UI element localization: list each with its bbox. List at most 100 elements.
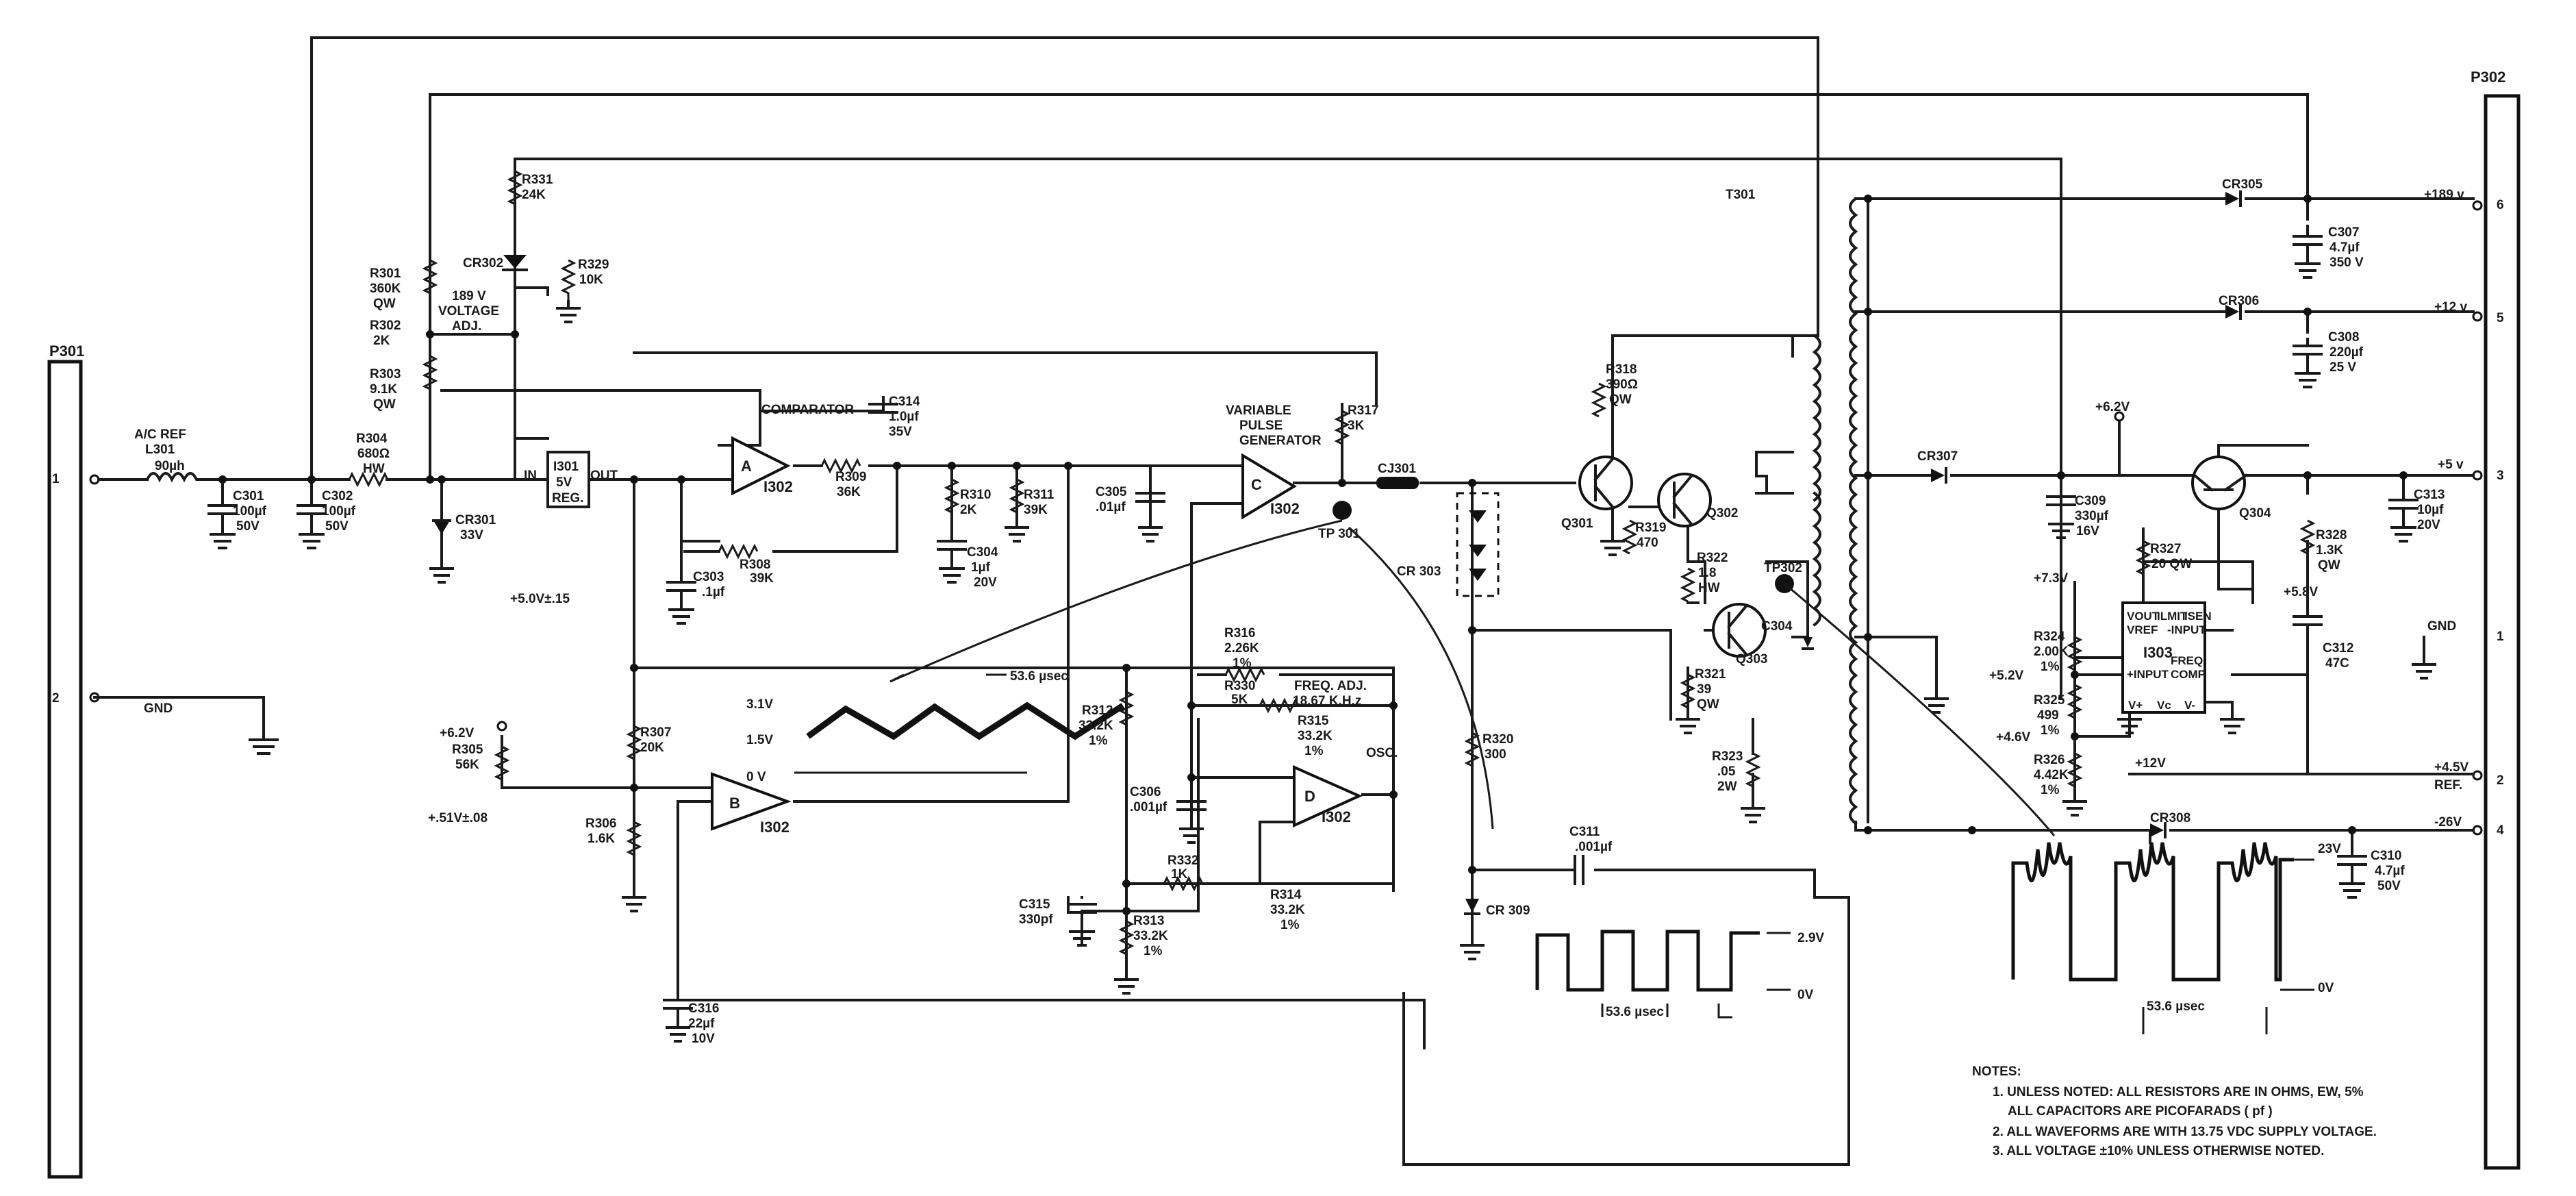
r301-val: 360K [370, 282, 401, 296]
r322-watt: HW [1698, 581, 1720, 595]
out-4v5-label: +4.5V [2434, 760, 2469, 775]
r307-val: 20K [640, 740, 664, 755]
rip-low-label: 0V [2318, 981, 2334, 995]
r331-val: 24K [522, 188, 546, 202]
r313-val: 33.2K [1133, 929, 1168, 943]
note-1b: ALL CAPACITORS ARE PICOFARADS ( pf ) [2008, 1104, 2273, 1119]
r321-val: 39 [1697, 682, 1711, 697]
p302-pin-6: 6 [2497, 198, 2504, 212]
r320-val: 300 [1485, 747, 1506, 762]
i303-vminus: V- [2184, 699, 2195, 712]
c316-val: 22µf [688, 1017, 715, 1031]
junctions [218, 195, 2408, 915]
c304-val: 1µf [971, 560, 991, 575]
r323-ref: R323 [1712, 749, 1743, 764]
r311-val: 39K [1024, 503, 1048, 517]
p301-pin-1: 1 [52, 472, 60, 486]
c313-val: 10µf [2417, 503, 2444, 517]
i303-isen: ISEN [2184, 610, 2212, 623]
q301-label: Q301 [1561, 516, 1593, 531]
r309-ref: R309 [835, 470, 866, 484]
r328-ref: R328 [2316, 528, 2347, 543]
c305-val: .01µf [1096, 500, 1126, 514]
r301-watt: QW [373, 297, 396, 311]
note-3: 3. ALL VOLTAGE ±10% UNLESS OTHERWISE NOT… [1993, 1144, 2324, 1158]
cr301-val: 33V [460, 528, 483, 543]
r310-ref: R310 [960, 488, 991, 502]
r324-val: 2.00K [2034, 645, 2069, 659]
p302-pin-1: 1 [2497, 630, 2504, 644]
c302-ref: C302 [322, 489, 353, 503]
freq-adj-value: 18.67 K.H.z [1293, 694, 1361, 708]
waveforms [794, 519, 2314, 1034]
vpg-1: VARIABLE [1226, 403, 1291, 418]
op-amps: A I302 C I302 D I302 B I302 [711, 436, 1363, 836]
r305-ref: R305 [452, 743, 483, 757]
tri-high-label: 3.1V [746, 697, 773, 712]
tri-ov-label: 0 V [746, 770, 766, 784]
c307-volt: 350 V [2329, 256, 2364, 270]
cr305-label: CR305 [2222, 177, 2263, 192]
r326-ref: R326 [2034, 753, 2064, 767]
cr308-label: CR308 [2150, 811, 2190, 825]
r307-ref: R307 [640, 725, 671, 740]
amp-d-part: I302 [1322, 808, 1351, 825]
r308-ref: R308 [740, 558, 770, 572]
r311-ref: R311 [1024, 488, 1055, 502]
diodes [432, 190, 2242, 915]
i301-label: I301 [553, 460, 579, 474]
r303-ref: R303 [370, 367, 401, 382]
plus46-label: +4.6V [1996, 730, 2031, 745]
plus58-label: +5.8V [2284, 585, 2319, 599]
cj301-label: CJ301 [1378, 462, 1416, 476]
amp-b-part: I302 [760, 819, 790, 836]
amp-c-label: C [1251, 476, 1262, 493]
component-labels: A/C REF L301 90µh GND C301 100µf 50V C30… [134, 173, 2445, 1046]
i303-plus-input: +INPUT [2127, 668, 2169, 681]
r302-val: 2K [373, 334, 390, 348]
c301-ref: C301 [233, 489, 264, 503]
r312-val: 33.2K [1078, 719, 1113, 733]
i301-volt: 5V [556, 475, 572, 490]
q303-label: Q303 [1736, 652, 1767, 666]
r315-val: 33.2K [1298, 729, 1333, 743]
fifty-one-label: +.51V±.08 [428, 811, 488, 825]
wiring [97, 36, 2475, 1166]
r322-ref: R322 [1697, 551, 1728, 565]
plus52-label: +5.2V [1989, 669, 2024, 683]
p302-pin-5: 5 [2497, 311, 2504, 325]
c308-volt: 25 V [2329, 360, 2356, 375]
r328-watt: QW [2318, 558, 2340, 573]
r325-ref: R325 [2034, 693, 2065, 708]
resistors [348, 170, 2316, 956]
osc-label: OSC. [1366, 746, 1398, 760]
i303-vout: VOUT [2127, 610, 2160, 623]
p301-label: P301 [49, 342, 84, 360]
c306-ref: C306 [1130, 785, 1161, 799]
out-minus26v-label: -26V [2434, 815, 2462, 830]
amp-b-label: B [729, 795, 740, 812]
r320-ref: R320 [1482, 732, 1513, 747]
r312-tol: 1% [1089, 734, 1108, 748]
r318-ref: R318 [1606, 362, 1637, 377]
connector-p302: P302 6 5 3 1 2 4 +189 v +12 v +5 v GND +… [2424, 68, 2521, 1170]
c302-volt: 50V [325, 519, 349, 534]
in-label: IN [524, 469, 537, 483]
ref-label: REF. [2434, 778, 2462, 793]
r316-ref: R316 [1224, 626, 1255, 640]
c313-volt: 20V [2417, 518, 2440, 532]
c310-ref: C310 [2371, 849, 2401, 863]
p301-pin-2: 2 [52, 691, 60, 706]
c315-val: 330pf [1019, 912, 1053, 927]
tp302-label: TP302 [1764, 561, 1802, 575]
r306-ref: R306 [585, 817, 616, 831]
c301-val: 100µf [233, 504, 267, 519]
voltage-adj-3: ADJ. [452, 319, 481, 334]
amp-a-label: A [741, 458, 752, 475]
r330-ref: R330 [1224, 679, 1255, 693]
r327-ref: R327 [2150, 542, 2181, 556]
c314-ref: C314 [889, 395, 920, 409]
q302-label: Q302 [1706, 506, 1738, 521]
c316-ref: C316 [688, 1001, 719, 1016]
r328-val: 1.3K [2316, 543, 2343, 558]
